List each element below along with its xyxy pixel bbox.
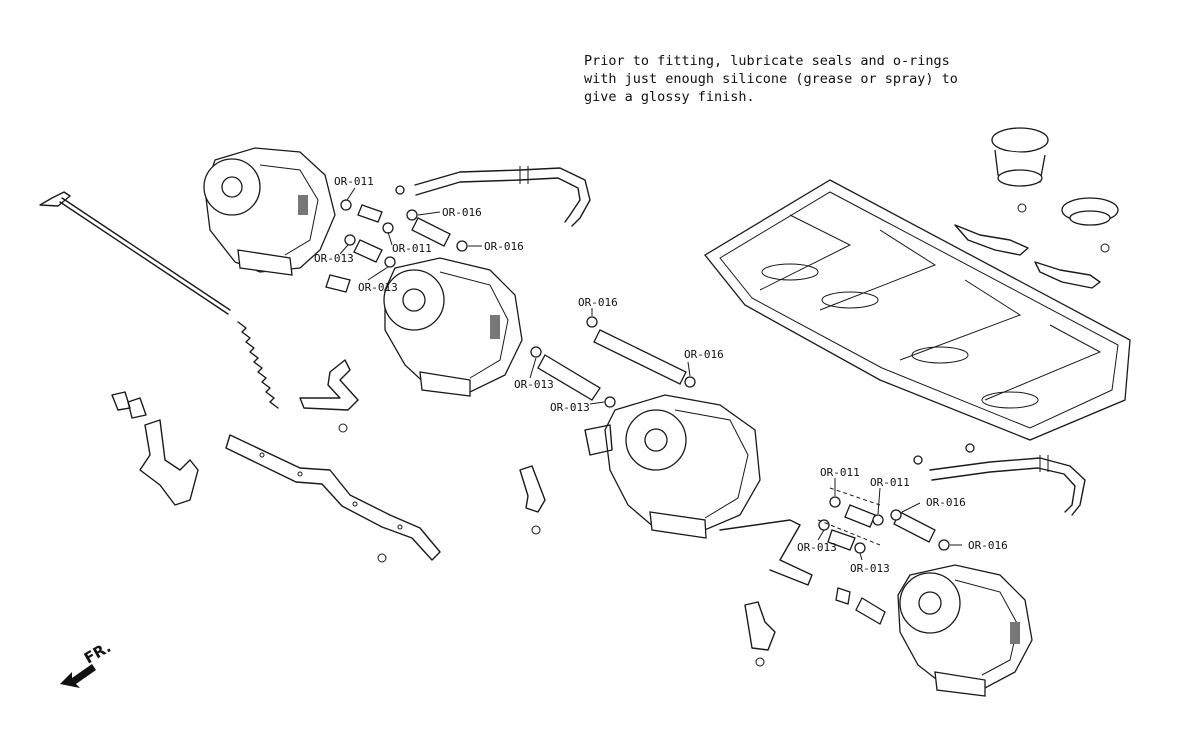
- oring-label-14: OR-013: [797, 541, 837, 554]
- o-rings: [340, 185, 975, 554]
- intake-boot: [954, 127, 1119, 289]
- oring-label-11: OR-011: [820, 466, 860, 479]
- oring-label-15: OR-016: [968, 539, 1008, 552]
- oring-label-1: OR-011: [334, 175, 374, 188]
- carburetor-2: [383, 257, 523, 397]
- oring-label-4: OR-016: [484, 240, 524, 253]
- lubrication-note: Prior to fitting, lubricate seals and o-…: [584, 52, 1044, 106]
- front-arrow-icon: FR.: [60, 638, 114, 688]
- oring-label-16: OR-013: [850, 562, 890, 575]
- oring-labels: OR-011 OR-016 OR-011 OR-016 OR-013 OR-01…: [314, 175, 1008, 575]
- oring-label-3: OR-011: [392, 242, 432, 255]
- note-line-2: with just enough silicone (grease or spr…: [584, 71, 958, 87]
- small-bracket-mid: [299, 359, 776, 667]
- small-bracket-left: [111, 391, 199, 506]
- bracket-bar: [225, 434, 441, 561]
- note-line-3: give a glossy finish.: [584, 89, 755, 105]
- oring-label-6: OR-013: [358, 281, 398, 294]
- spring: [237, 321, 279, 409]
- fuel-hose-bottom: [929, 455, 1086, 516]
- oring-label-2: OR-016: [442, 206, 482, 219]
- joint-pipes: [325, 204, 936, 625]
- oring-label-10: OR-013: [550, 401, 590, 414]
- carburetor-3: [584, 394, 813, 586]
- oring-label-7: OR-016: [578, 296, 618, 309]
- label-leaders: [339, 187, 962, 561]
- front-direction-label: FR.: [81, 638, 114, 667]
- oring-label-13: OR-016: [926, 496, 966, 509]
- air-box: [704, 179, 1131, 441]
- carburetor-4: [897, 564, 1033, 697]
- throttle-rod: [39, 191, 231, 315]
- fuel-hose-top: [414, 166, 591, 227]
- oring-label-12: OR-011: [870, 476, 910, 489]
- oring-label-9: OR-013: [514, 378, 554, 391]
- oring-label-5: OR-013: [314, 252, 354, 265]
- note-line-1: Prior to fitting, lubricate seals and o-…: [584, 53, 950, 69]
- carburetor-1: [203, 147, 336, 276]
- oring-label-8: OR-016: [684, 348, 724, 361]
